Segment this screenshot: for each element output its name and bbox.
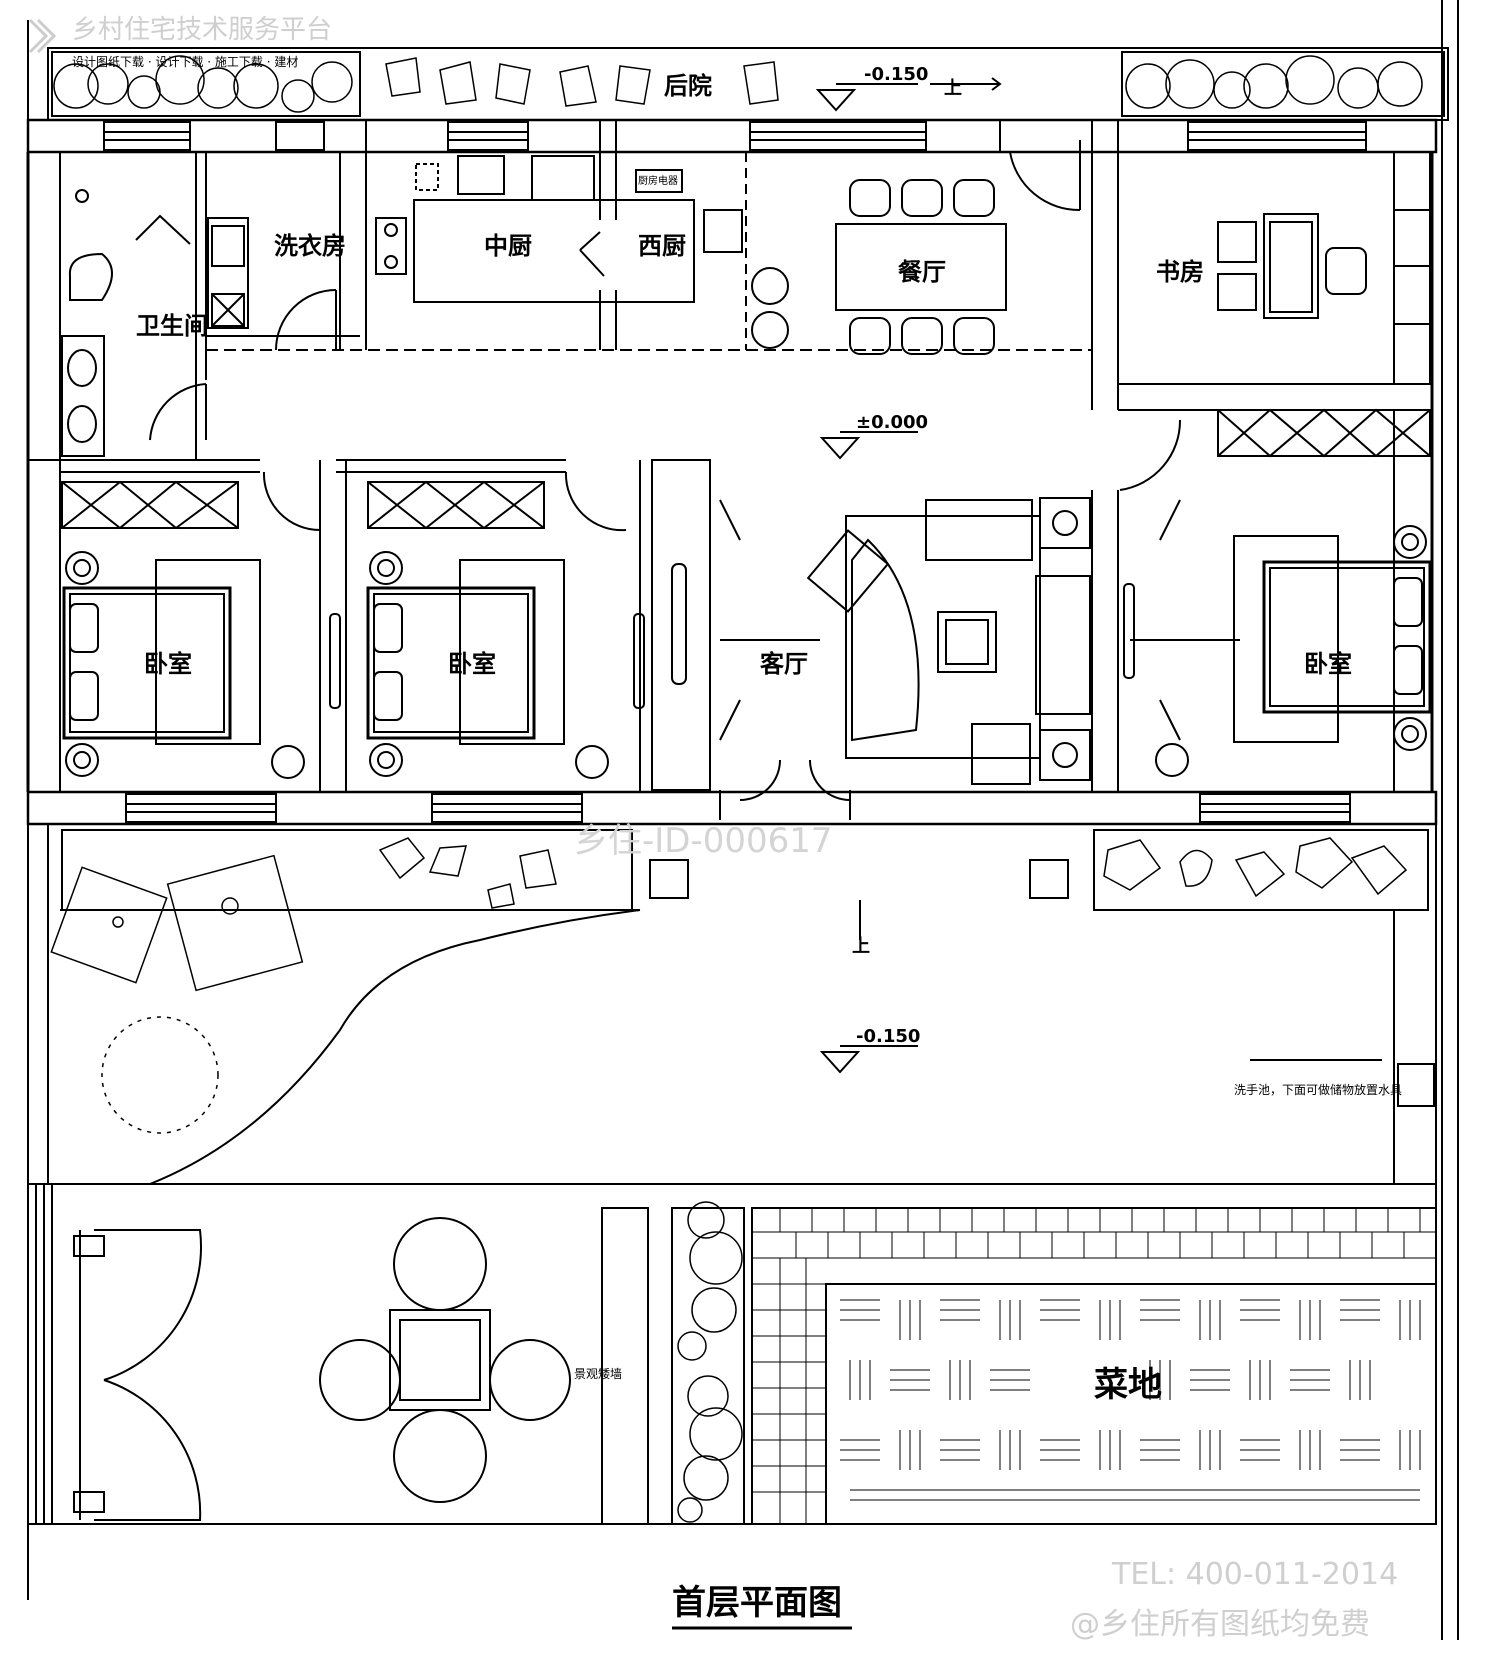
room-western-kitchen: 西厨 (638, 232, 686, 260)
stair-label-back: 上 (944, 78, 962, 99)
brand-logo-icon (28, 18, 57, 54)
room-chinese-kitchen: 中厨 (484, 232, 532, 260)
level-front: -0.150 (856, 1026, 920, 1047)
room-bathroom: 卫生间 (136, 312, 208, 340)
landscape-wall-note: 景观矮墙 (574, 1367, 622, 1381)
appliance-note: 厨房电器 (638, 174, 678, 187)
platform-name: 乡村住宅技术服务平台 (72, 15, 332, 45)
stair-label-front: 上 (852, 936, 870, 957)
plan-title: 首层平面图 (672, 1583, 842, 1623)
room-bedroom-1: 卧室 (144, 650, 192, 678)
level-back: -0.150 (864, 64, 928, 85)
free-note-watermark: @乡住所有图纸均免费 (1070, 1607, 1370, 1642)
room-bedroom-2: 卧室 (448, 650, 496, 678)
tel-watermark: TEL: 400-011-2014 (1111, 1557, 1398, 1592)
room-dining: 餐厅 (898, 258, 946, 286)
watermark-id: 乡住-ID-000617 (574, 821, 833, 861)
wash-basin-note: 洗手池，下面可做储物放置水具 (1234, 1082, 1402, 1097)
room-backyard: 后院 (664, 72, 712, 100)
room-study: 书房 (1156, 258, 1204, 286)
level-floor: ±0.000 (856, 412, 928, 433)
room-bedroom-3: 卧室 (1304, 650, 1352, 678)
platform-tagline: 设计图纸下载 · 设计下载 · 施工下载 · 建材 (72, 55, 298, 69)
room-laundry: 洗衣房 (274, 232, 346, 260)
room-living: 客厅 (760, 650, 808, 678)
room-vegetable-garden: 菜地 (1094, 1365, 1162, 1405)
